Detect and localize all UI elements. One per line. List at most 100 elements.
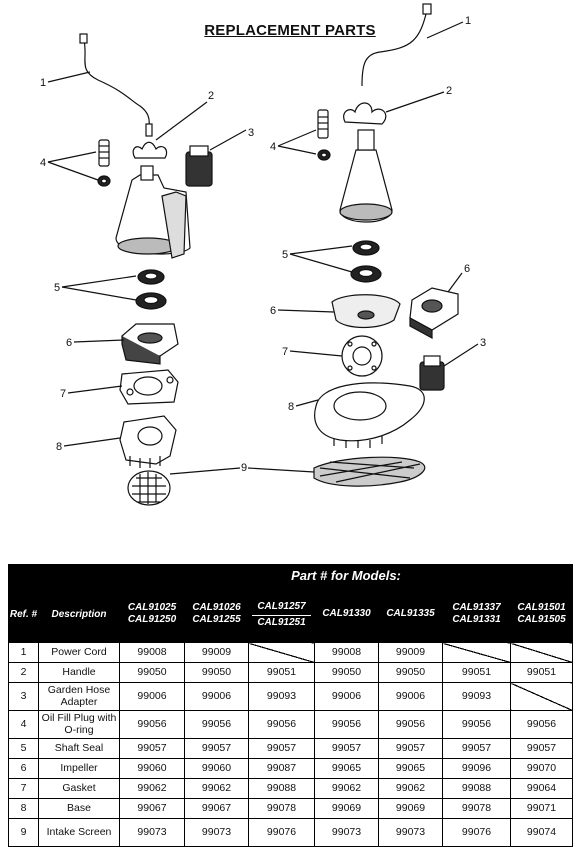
table-row: 4 Oil Fill Plug with O-ring 99056 99056 … bbox=[8, 710, 573, 739]
table-row: 7 Gasket 99062 99062 99088 99062 99062 9… bbox=[8, 778, 573, 799]
not-applicable-cell bbox=[510, 642, 573, 663]
right-intake-screen bbox=[313, 456, 426, 487]
ref-cell: 7 bbox=[8, 778, 39, 799]
left-handle bbox=[132, 141, 168, 159]
part-cell: 99006 bbox=[378, 682, 443, 711]
right-impeller bbox=[331, 294, 401, 329]
left-gasket bbox=[119, 369, 179, 405]
part-cell: 99088 bbox=[442, 778, 511, 799]
part-cell: 99050 bbox=[119, 662, 185, 683]
callout-9: 9 bbox=[241, 462, 247, 474]
table-row: 3 Garden Hose Adapter 99006 99006 99093 … bbox=[8, 682, 573, 711]
table-row: 1 Power Cord 99008 99009 99008 99009 bbox=[8, 642, 573, 663]
part-cell: 99064 bbox=[510, 778, 573, 799]
left-oil-fill-plug bbox=[97, 139, 111, 187]
table-row: 9 Intake Screen 99073 99073 99076 99073 … bbox=[8, 818, 573, 847]
right-base bbox=[314, 382, 425, 448]
replacement-parts-table: Part # for Models: Ref. # Description CA… bbox=[8, 564, 573, 847]
part-cell: 99050 bbox=[378, 662, 443, 683]
part-cell: 99057 bbox=[378, 738, 443, 759]
left-hose-adapter bbox=[185, 145, 213, 187]
description-cell: Impeller bbox=[38, 758, 120, 779]
callout-3-right: 3 bbox=[480, 337, 486, 349]
description-cell: Intake Screen bbox=[38, 818, 120, 847]
part-cell: 99051 bbox=[510, 662, 573, 683]
models-group-header: Part # for Models: bbox=[119, 564, 573, 588]
part-cell: 99065 bbox=[314, 758, 379, 779]
part-cell: 99076 bbox=[248, 818, 315, 847]
part-cell: 99057 bbox=[119, 738, 185, 759]
callout-2-right: 2 bbox=[446, 85, 452, 97]
not-applicable-cell bbox=[248, 642, 315, 663]
description-cell: Base bbox=[38, 798, 120, 819]
callout-leaders bbox=[47, 21, 479, 475]
callout-6-left: 6 bbox=[66, 337, 72, 349]
part-cell: 99050 bbox=[184, 662, 249, 683]
part-cell: 99074 bbox=[510, 818, 573, 847]
part-cell: 99078 bbox=[442, 798, 511, 819]
part-cell: 99062 bbox=[119, 778, 185, 799]
part-cell: 99060 bbox=[119, 758, 185, 779]
part-cell: 99057 bbox=[184, 738, 249, 759]
ref-cell: 2 bbox=[8, 662, 39, 683]
table-row: 6 Impeller 99060 99060 99087 99065 99065… bbox=[8, 758, 573, 779]
part-cell: 99009 bbox=[184, 642, 249, 663]
part-cell: 99096 bbox=[442, 758, 511, 779]
part-cell: 99062 bbox=[184, 778, 249, 799]
part-cell: 99070 bbox=[510, 758, 573, 779]
part-cell: 99006 bbox=[314, 682, 379, 711]
part-cell: 99093 bbox=[248, 682, 315, 711]
model-header: CAL91330 bbox=[314, 587, 379, 643]
part-cell: 99051 bbox=[248, 662, 315, 683]
part-cell: 99056 bbox=[184, 710, 249, 739]
part-cell: 99069 bbox=[314, 798, 379, 819]
description-cell: Oil Fill Plug with O-ring bbox=[38, 710, 120, 739]
page-title: REPLACEMENT PARTS bbox=[204, 22, 376, 39]
part-cell: 99062 bbox=[314, 778, 379, 799]
part-cell: 99006 bbox=[119, 682, 185, 711]
part-cell: 99076 bbox=[442, 818, 511, 847]
callout-1-right: 1 bbox=[465, 15, 471, 27]
exploded-parts-diagram: 1 2 3 4 5 6 7 8 9 1 2 4 5 6 6 7 3 8 bbox=[40, 3, 486, 506]
right-oil-fill-plug bbox=[317, 109, 331, 161]
callout-8-left: 8 bbox=[56, 441, 62, 453]
ref-cell: 9 bbox=[8, 818, 39, 847]
description-cell: Garden Hose Adapter bbox=[38, 682, 120, 711]
part-cell: 99057 bbox=[442, 738, 511, 759]
part-cell: 99006 bbox=[184, 682, 249, 711]
callout-3-left: 3 bbox=[248, 127, 254, 139]
part-cell: 99073 bbox=[184, 818, 249, 847]
part-cell: 99056 bbox=[442, 710, 511, 739]
left-intake-screen bbox=[127, 470, 171, 506]
left-base bbox=[119, 415, 177, 468]
part-cell: 99008 bbox=[119, 642, 185, 663]
callout-7-left: 7 bbox=[60, 388, 66, 400]
table-row: 5 Shaft Seal 99057 99057 99057 99057 990… bbox=[8, 738, 573, 759]
ref-cell: 1 bbox=[8, 642, 39, 663]
callout-5-left: 5 bbox=[54, 282, 60, 294]
callout-6-right: 6 bbox=[464, 263, 470, 275]
left-power-cord bbox=[79, 33, 153, 137]
part-cell: 99056 bbox=[248, 710, 315, 739]
part-cell: 99009 bbox=[378, 642, 443, 663]
right-gasket bbox=[341, 335, 383, 377]
description-cell: Handle bbox=[38, 662, 120, 683]
part-cell: 99067 bbox=[119, 798, 185, 819]
callout-8-right: 8 bbox=[288, 401, 294, 413]
right-impeller-cover bbox=[409, 287, 459, 340]
table-row: 8 Base 99067 99067 99078 99069 99069 990… bbox=[8, 798, 573, 819]
part-cell: 99057 bbox=[314, 738, 379, 759]
callout-numbers: 1 2 3 4 5 6 7 8 9 1 2 4 5 6 6 7 3 8 bbox=[40, 15, 486, 474]
model-header: CAL91335 bbox=[378, 587, 443, 643]
table-row: 2 Handle 99050 99050 99051 99050 99050 9… bbox=[8, 662, 573, 683]
right-power-cord bbox=[361, 3, 432, 87]
left-impeller bbox=[121, 323, 179, 365]
callout-4-left: 4 bbox=[40, 157, 46, 169]
right-hose-adapter bbox=[419, 355, 445, 391]
not-applicable-cell bbox=[442, 642, 511, 663]
